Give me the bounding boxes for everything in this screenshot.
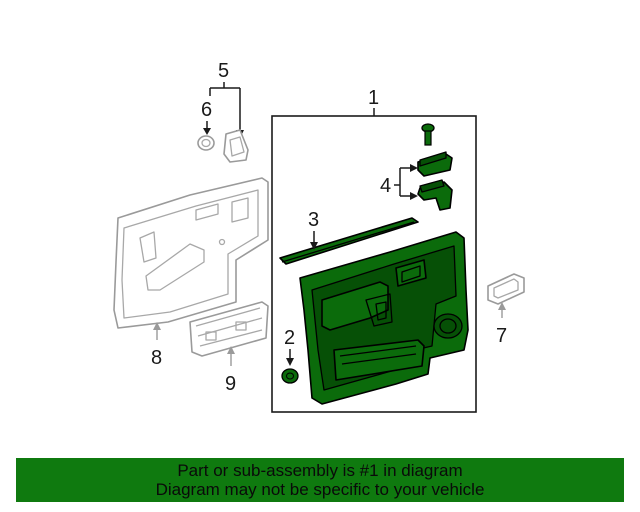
part-9-bracket[interactable] xyxy=(189,301,269,357)
callout-2[interactable]: 2 xyxy=(284,327,295,349)
part-3-weatherstrip[interactable] xyxy=(279,217,419,265)
part-1-door-trim-panel[interactable] xyxy=(299,231,469,405)
part-6-clip[interactable] xyxy=(197,135,215,151)
callout-5[interactable]: 5 xyxy=(218,60,229,82)
screw[interactable] xyxy=(421,123,435,146)
callout-6[interactable]: 6 xyxy=(201,99,212,121)
part-2-push-clip[interactable] xyxy=(281,368,299,384)
part-8-trim-panel[interactable] xyxy=(113,177,269,329)
callout-6-leader xyxy=(203,88,211,135)
callout-3-leader xyxy=(310,231,318,250)
assembly-box xyxy=(271,115,477,413)
callout-4-leader xyxy=(394,164,418,200)
callout-7[interactable]: 7 xyxy=(496,325,507,347)
part-7-handle-bezel[interactable] xyxy=(487,273,525,305)
callout-7-leader xyxy=(498,302,506,318)
banner-line-1: Part or sub-assembly is #1 in diagram xyxy=(177,461,463,480)
banner-line-2: Diagram may not be specific to your vehi… xyxy=(155,480,485,499)
callout-8-leader xyxy=(153,322,161,340)
notice-banner: Part or sub-assembly is #1 in diagram Di… xyxy=(16,458,624,502)
parts-diagram: 5 6 8 xyxy=(113,60,525,413)
callout-4[interactable]: 4 xyxy=(380,175,391,197)
callout-9[interactable]: 9 xyxy=(225,373,236,395)
part-5-corner-cover[interactable] xyxy=(223,129,249,163)
callout-8[interactable]: 8 xyxy=(151,347,162,369)
callout-9-leader xyxy=(227,346,235,366)
callout-1[interactable]: 1 xyxy=(368,87,379,109)
callout-3[interactable]: 3 xyxy=(308,209,319,231)
part-4-retainer-clips[interactable] xyxy=(417,151,453,211)
callout-2-leader xyxy=(286,349,294,366)
